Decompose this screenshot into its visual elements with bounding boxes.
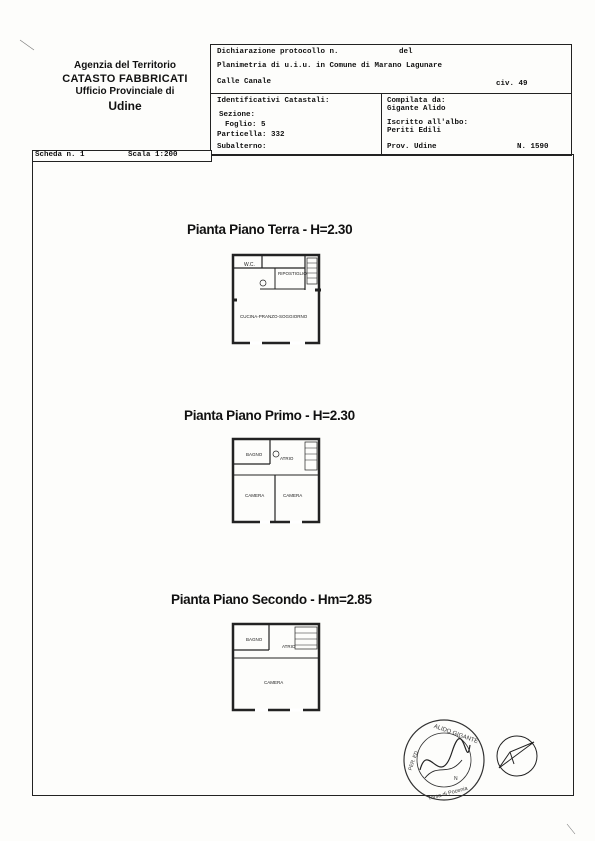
header-row-protocol: Dichiarazione protocollo n. del Planimet… (211, 45, 571, 94)
address-text: Calle Canale (217, 78, 272, 86)
scan-mark (566, 823, 576, 835)
planimetry-text: Planimetria di u.i.u. in Comune di Maran… (217, 62, 443, 70)
floor-title-first: Pianta Piano Primo - H=2.30 (184, 408, 355, 423)
scheda-row: Scheda n. 1 Scala 1:200 (32, 150, 212, 162)
room-label-camera-first-b: CAMERA (283, 493, 302, 498)
room-label-camera-first-a: CAMERA (245, 493, 264, 498)
protocol-label: Dichiarazione protocollo n. (217, 48, 339, 56)
ground-floor-plan (231, 253, 321, 345)
protocol-del: del (399, 48, 413, 56)
room-label-cucina: CUCINA-PRANZO-SOGGIORNO (240, 314, 308, 319)
province-field: Prov. Udine (387, 143, 437, 151)
second-floor-plan (231, 622, 321, 712)
room-label-bagno-first: BAGNO (246, 452, 263, 457)
identifiers-cell: Identificativi Catastali: Sezione: Fogli… (211, 93, 382, 155)
agency-block: Agenzia del Territorio CATASTO FABBRICAT… (40, 60, 210, 114)
civic-number: civ. 49 (496, 80, 528, 88)
registered-value: Periti Edili (387, 127, 442, 135)
room-label-ripostiglio: RIPOSTIGLIO (278, 271, 307, 276)
compiled-label: Compilata da: (387, 97, 446, 105)
compiled-cell: Compilata da: Gigante Alido Iscritto all… (382, 93, 571, 155)
scale-value: Scala 1:200 (128, 151, 178, 159)
room-label-wc: W.C. (244, 262, 255, 268)
drawing-frame (32, 154, 574, 796)
number-field: N. 1590 (517, 143, 549, 151)
scan-mark (19, 39, 35, 51)
surveyor-stamp: ALIDO GIGANTE PER. ED. Torsa di Pocenia … (403, 719, 485, 802)
particella-field: Particella: 332 (217, 131, 285, 139)
agency-office: Ufficio Provinciale di (75, 86, 175, 98)
agency-city: Udine (108, 98, 142, 113)
scheda-number: Scheda n. 1 (35, 151, 85, 159)
agency-catasto: CATASTO FABBRICATI (62, 72, 188, 85)
first-floor-plan (231, 437, 321, 524)
room-label-atrio-second: ATRIO (282, 644, 296, 649)
compiled-name: Gigante Alido (387, 105, 446, 113)
header-table: Dichiarazione protocollo n. del Planimet… (210, 44, 572, 156)
registered-label: Iscritto all'albo: (387, 119, 469, 127)
sezione-field: Sezione: (219, 111, 256, 119)
identifiers-label: Identificativi Catastali: (217, 97, 330, 105)
subalterno-field: Subalterno: (217, 143, 267, 151)
north-arrow-icon (496, 735, 538, 777)
room-label-bagno-second: BAGNO (246, 637, 263, 642)
room-label-camera-second: CAMERA (264, 680, 283, 685)
agency-name: Agenzia del Territorio (73, 60, 177, 71)
foglio-field: Foglio: 5 (225, 121, 266, 129)
floor-title-ground: Pianta Piano Terra - H=2.30 (187, 222, 353, 237)
floor-title-second: Pianta Piano Secondo - Hm=2.85 (171, 592, 372, 607)
stamp-number: N (454, 776, 458, 782)
room-label-atrio-first: ATRIO (280, 456, 294, 461)
